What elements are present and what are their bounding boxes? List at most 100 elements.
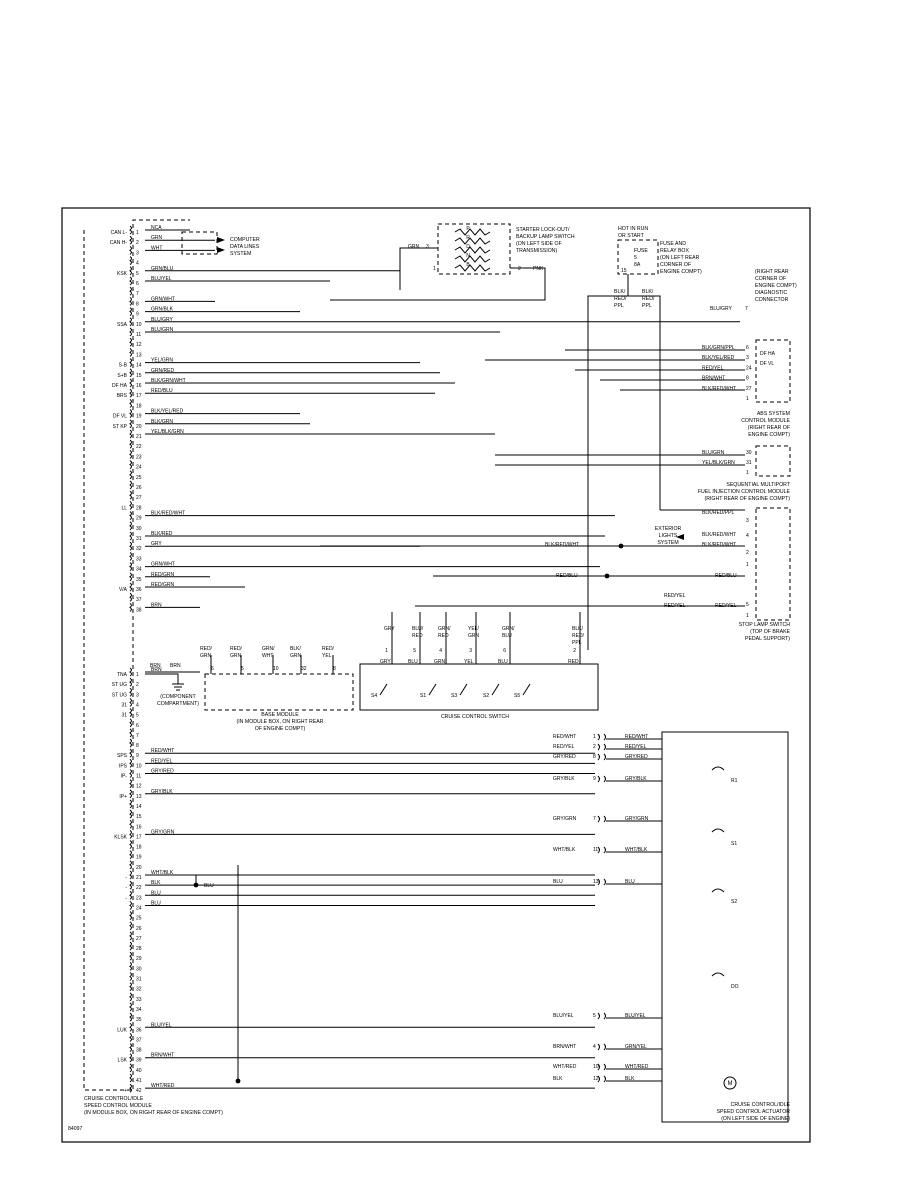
pin-number: 38	[136, 1048, 142, 1054]
pin-number: 32	[136, 987, 142, 993]
resistor	[454, 255, 491, 263]
pin-number: 5	[136, 713, 139, 719]
signal-name: +	[124, 1088, 127, 1094]
pin-terminal	[129, 901, 132, 910]
pin-number: 22	[136, 885, 142, 891]
pin-number: 4	[136, 261, 139, 267]
coil	[711, 828, 725, 833]
wire-color: GRN/RED	[151, 368, 174, 374]
wire	[628, 295, 661, 510]
signal-name: IP-	[121, 774, 128, 780]
pin-number: 5	[746, 602, 749, 608]
pin-number: 4	[439, 648, 442, 654]
pin-number: 20	[136, 424, 142, 430]
pin-number: 29	[136, 956, 142, 962]
connector-mark	[597, 753, 606, 761]
starter-label: STARTER LOCK-OUT/	[516, 227, 570, 233]
signal-name: V/A	[119, 587, 128, 593]
pin-terminal	[129, 1032, 132, 1042]
pin-terminal	[129, 911, 132, 921]
switch-blade	[459, 683, 468, 696]
pin-number: 11	[136, 332, 141, 338]
pin-number: 9	[593, 776, 596, 782]
pin-terminal	[129, 317, 132, 327]
pin-number: 28	[136, 946, 142, 952]
pin-number: 25	[136, 916, 142, 922]
wire-color: GRY/BLK	[553, 776, 575, 782]
actuator-label: CRUISE CONTROL/IDLE	[731, 1102, 791, 1108]
hot-label: HOT IN RUN	[618, 226, 648, 232]
pin-terminal	[129, 531, 132, 541]
signal-name: 31	[121, 702, 127, 708]
pin-number: 29	[136, 516, 142, 522]
can-label: SYSTEM	[230, 251, 251, 257]
fuse-label: 8A	[634, 262, 641, 268]
wire-color: RED/YEL	[553, 744, 575, 750]
pin-terminal	[129, 592, 132, 602]
pin-terminal	[129, 235, 132, 245]
smfi-label: FUEL INJECTION CONTROL MODULE	[698, 489, 791, 495]
wire-color: GRN	[200, 653, 212, 659]
wire-color: BLU	[502, 633, 512, 639]
pin-number: 6	[136, 723, 139, 729]
pin-number: 15	[136, 373, 142, 379]
wire-color: BLK/RED	[151, 531, 173, 537]
pin-number: 37	[136, 1037, 142, 1043]
signal-name: ST KP	[113, 424, 128, 430]
starter-switch	[437, 223, 511, 275]
pin-number: 24	[136, 465, 142, 471]
pin-number: 42	[136, 1088, 142, 1094]
wire-color: BLK	[151, 880, 161, 886]
connector-mark	[597, 1012, 606, 1020]
pin-terminal	[129, 819, 132, 829]
pin-terminal	[129, 698, 132, 707]
signal-name: CAN H-	[110, 240, 128, 246]
actuator-label: (ON LEFT SIDE OF ENGINE)	[721, 1116, 790, 1122]
pin-terminal	[129, 748, 132, 758]
actuator-part: S2	[731, 899, 737, 905]
pin-number: 11	[593, 847, 598, 853]
exterior-arrow	[676, 534, 684, 540]
resistor	[454, 264, 491, 272]
hot-label: OR START	[618, 233, 645, 239]
wire-color: GRY/RED	[553, 754, 576, 760]
pin-number: 1	[385, 648, 388, 654]
stop-lamp-switch	[755, 507, 791, 621]
pin-number: 2	[573, 648, 576, 654]
wire-color: BLU/GRY	[151, 317, 174, 323]
fuse-box-label: FUSE AND	[660, 241, 686, 247]
switch-blade	[428, 683, 437, 696]
wire-color: RED/WHT	[553, 734, 576, 740]
pin-terminal	[129, 951, 132, 961]
wire-color: BLU	[204, 883, 214, 889]
cruise-switch-label: CRUISE CONTROL SWITCH	[441, 714, 509, 720]
connector-mark	[597, 878, 606, 886]
pin-number: 28	[136, 505, 142, 511]
pin-terminal	[129, 941, 132, 951]
wire-color: RED/	[642, 296, 655, 302]
pin-number: 3	[136, 250, 139, 256]
pin-terminal	[129, 541, 132, 551]
pin-terminal	[129, 490, 132, 500]
wire-color: RED/YEL	[664, 593, 686, 599]
pin-number: 12	[593, 1076, 599, 1082]
pin-terminal	[129, 307, 132, 317]
wire-color: BRN/WHT	[151, 1053, 174, 1059]
smfi-label: (RIGHT REAR OF ENGINE COMPT)	[705, 496, 791, 502]
ground-label: (COMPONENT	[160, 694, 196, 700]
starter-label: (ON LEFT SIDE OF	[516, 241, 562, 247]
abs-label: CONTROL MODULE	[741, 418, 790, 424]
pin-terminal	[129, 327, 132, 337]
pin-terminal	[129, 840, 132, 849]
wire-color: GRY	[384, 626, 395, 632]
can-arrow	[217, 237, 225, 243]
connector-mark	[597, 733, 606, 741]
switch-wire: BLU	[408, 659, 418, 665]
wire-color: BLK/RED/WHT	[545, 542, 579, 548]
pin-terminal	[129, 1012, 132, 1022]
wire-color: GRY/GRN	[625, 816, 649, 822]
wire-color: GRN	[468, 633, 480, 639]
pin-terminal	[129, 296, 132, 306]
pin-terminal	[129, 829, 132, 839]
